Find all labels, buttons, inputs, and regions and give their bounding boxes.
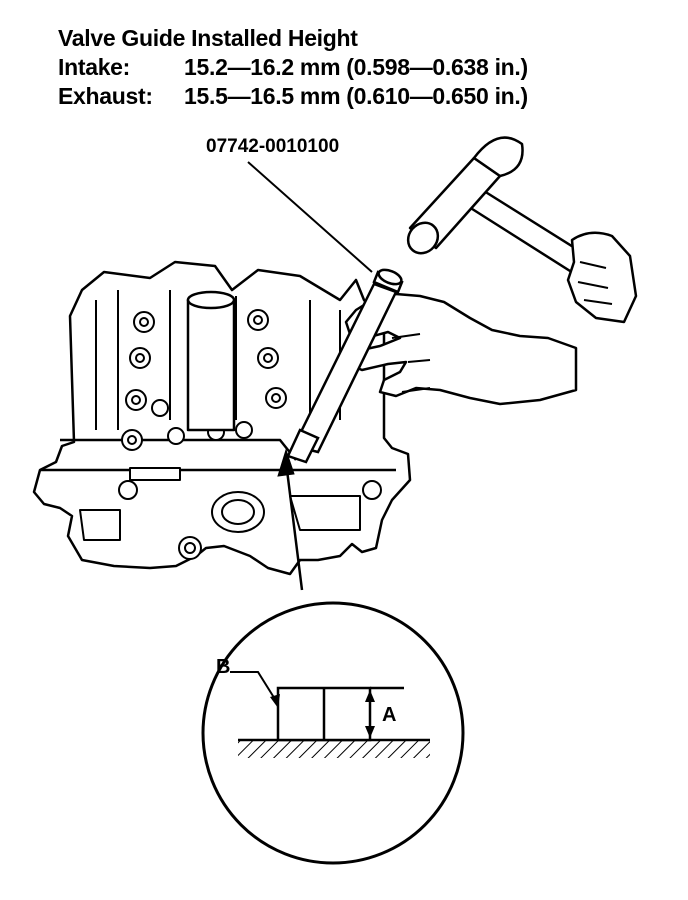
exhaust-label: Exhaust: <box>58 83 153 109</box>
valve-guide-driver-icon <box>286 268 404 464</box>
spec-title: Valve Guide Installed Height <box>58 25 358 51</box>
dimension-a-label: A <box>382 704 397 726</box>
tool-leader-line <box>247 161 373 273</box>
spec-intake-row: Intake: 15.2—16.2 mm (0.598—0.638 in.) <box>58 53 528 82</box>
magnifier-circle-icon <box>201 601 465 865</box>
exhaust-value: 15.5—16.5 mm (0.610—0.650 in.) <box>184 83 528 109</box>
detail-pointer-arrowhead <box>277 448 295 477</box>
hammer-icon <box>406 136 638 324</box>
callout-b-label: B <box>216 656 231 678</box>
tool-part-number: 07742-0010100 <box>206 136 340 157</box>
cylinder-head-icon <box>32 260 412 576</box>
intake-label: Intake: <box>58 54 131 80</box>
detail-pointer-line <box>284 461 304 591</box>
intake-value: 15.2—16.2 mm (0.598—0.638 in.) <box>184 54 528 80</box>
callout-b-leader <box>230 671 279 705</box>
spec-block: Valve Guide Installed Height Intake: 15.… <box>58 24 528 111</box>
spec-title-row: Valve Guide Installed Height <box>58 24 528 53</box>
spec-exhaust-row: Exhaust: 15.5—16.5 mm (0.610—0.650 in.) <box>58 82 528 111</box>
